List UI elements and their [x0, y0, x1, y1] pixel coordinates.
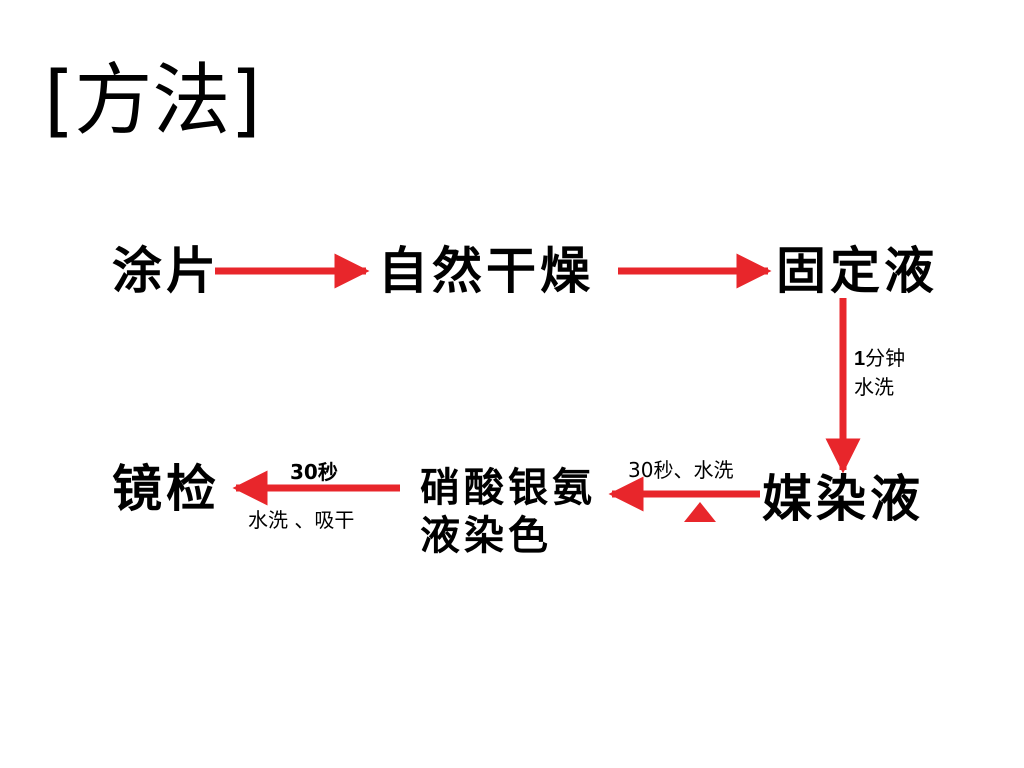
- note-fix-wash-label: 水洗: [854, 375, 894, 399]
- note-fix-wash: 1分钟 水洗: [854, 344, 905, 401]
- step-smear: 涂片: [112, 241, 220, 300]
- triangle-heat-icon: [684, 502, 716, 522]
- note-stain-time: 30秒: [290, 460, 338, 484]
- step-silver-stain-line2: 液染色: [420, 512, 552, 559]
- note-stain-wash: 水洗 、吸干: [248, 508, 355, 532]
- page-title: [方法]: [44, 56, 261, 146]
- step-silver-stain: 硝酸银氨 液染色: [420, 464, 596, 560]
- note-mordant-to-stain: 30秒、水洗: [628, 458, 734, 482]
- step-fixative: 固定液: [776, 241, 938, 300]
- step-microscope-exam: 镜检: [112, 459, 220, 518]
- step-silver-stain-line1: 硝酸银氨: [420, 464, 596, 511]
- step-mordant: 媒染液: [762, 469, 924, 528]
- step-air-dry: 自然干燥: [378, 241, 594, 300]
- note-fix-unit: 分钟: [865, 346, 906, 370]
- note-fix-time: 1: [854, 348, 866, 370]
